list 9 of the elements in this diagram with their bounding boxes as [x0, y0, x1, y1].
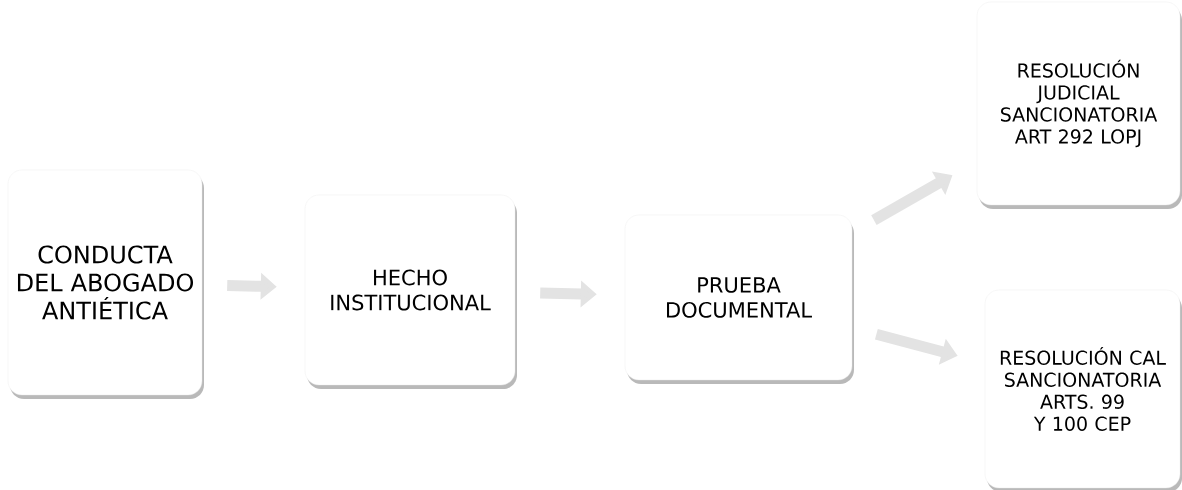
process-box: RESOLUCIÓN JUDICIAL SANCIONATORIA ART 292 LOPJ: [976, 1, 1182, 209]
process-box: RESOLUCIÓN CAL SANCIONATORIA ARTS. 99 Y 100 CEP: [984, 289, 1182, 490]
node-label: RESOLUCIÓN CAL SANCIONATORIA: [1000, 347, 1166, 387]
node-label: RESOLUCIÓN JUDICIAL SANCIONATORIA: [1001, 59, 1158, 122]
node-label: ARTS. 99 Y 100 CEP: [1033, 394, 1131, 431]
process-box: PRUEBA DOCUMENTAL: [624, 214, 854, 384]
node-label: ART 292 LOPJ: [1015, 129, 1141, 148]
process-box: CONDUCTA DEL ABOGADO ANTIÉTICA: [7, 169, 204, 399]
process-box: HECHO INSTITUCIONAL: [304, 194, 517, 389]
